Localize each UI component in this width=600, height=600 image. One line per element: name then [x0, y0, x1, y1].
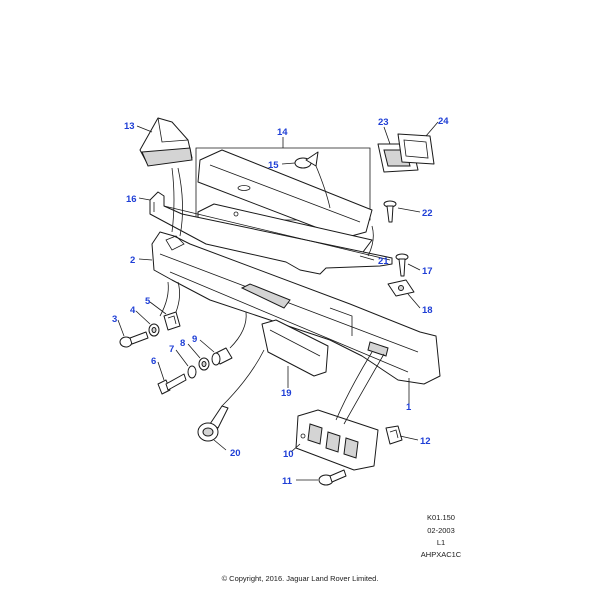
callout-4: 4 [130, 305, 136, 316]
copyright-notice: © Copyright, 2016. Jaguar Land Rover Lim… [221, 574, 379, 583]
callout-20: 20 [230, 448, 241, 459]
callout-18: 18 [422, 305, 433, 316]
part-12-clip [385, 425, 403, 445]
illustration-id: AHPXAC1C [420, 550, 462, 559]
reference-date: 02-2003 [427, 526, 455, 535]
part-1-2-dash-panel [151, 231, 441, 385]
part-4-washer [148, 323, 160, 337]
callout-9: 9 [192, 334, 197, 345]
callout-leaders [117, 121, 439, 481]
part-10-switch-panel [295, 409, 379, 471]
callout-labels: 13 14 15 16 23 24 22 2 21 17 5 4 18 3 9 … [112, 116, 449, 487]
part-17-screw [395, 253, 409, 277]
callout-3: 3 [112, 314, 117, 325]
part-15-push-pin [294, 151, 319, 169]
part-6-bolt [157, 373, 187, 395]
callout-8: 8 [180, 338, 185, 349]
callout-6: 6 [151, 356, 156, 367]
part-7-washer [187, 365, 197, 379]
callout-10: 10 [283, 449, 294, 460]
callout-22: 22 [422, 208, 433, 219]
callout-7: 7 [169, 344, 174, 355]
callout-2: 2 [130, 255, 135, 266]
part-22-screw [383, 200, 397, 223]
callout-16: 16 [126, 194, 137, 205]
part-18-clip-nut [387, 279, 415, 297]
part-13-vent-duct [139, 117, 193, 167]
callout-5: 5 [145, 296, 151, 307]
part-19-lower-tray [261, 319, 329, 377]
part-3-screw [119, 331, 149, 348]
part-5-clip [163, 311, 181, 331]
callout-11: 11 [282, 476, 293, 487]
callout-15: 15 [268, 160, 279, 171]
part-20-knob [197, 405, 229, 442]
part-8-nut [198, 357, 210, 371]
callout-17: 17 [422, 266, 433, 277]
reference-code: K01.150 [427, 513, 455, 522]
reference-level: L1 [436, 538, 446, 547]
part-16-21-support-rail [149, 191, 393, 275]
part-11-screw [318, 469, 347, 486]
callout-23: 23 [378, 117, 389, 128]
callout-21: 21 [378, 256, 389, 267]
part-9-spacer [211, 347, 233, 366]
callout-12: 12 [420, 436, 431, 447]
callout-1: 1 [406, 402, 412, 413]
callout-14: 14 [277, 127, 288, 138]
callout-13: 13 [124, 121, 135, 132]
callout-19: 19 [281, 388, 292, 399]
part-24-bezel [397, 133, 435, 165]
callout-24: 24 [438, 116, 449, 127]
assembly-guide-lines [159, 165, 385, 425]
